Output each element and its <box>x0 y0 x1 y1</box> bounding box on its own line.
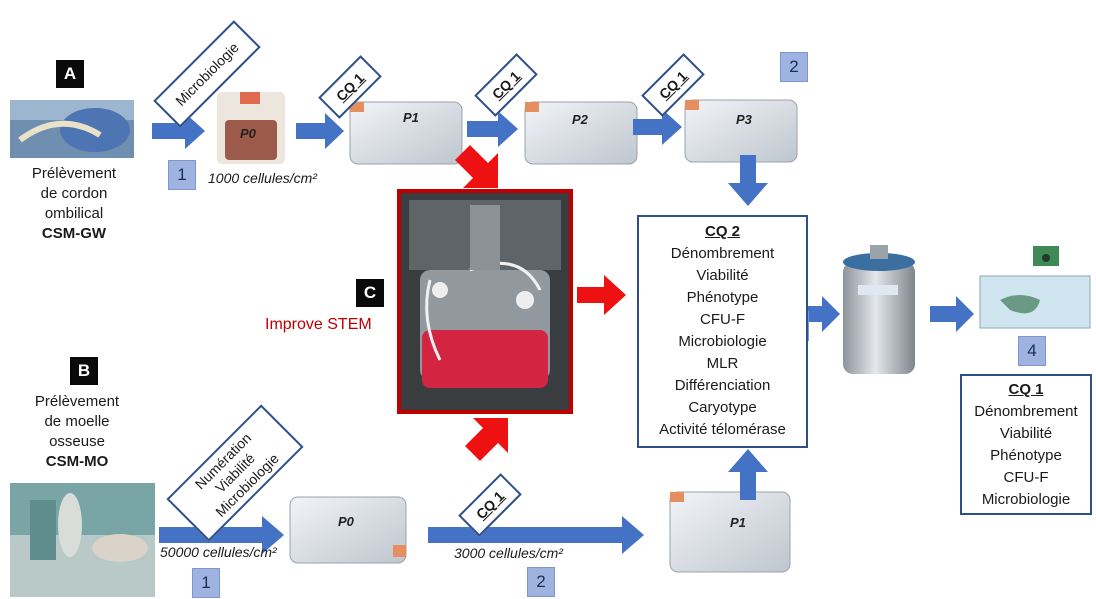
step-badge-bottom-1: 1 <box>192 568 220 598</box>
cq2-item: Caryotype <box>688 399 757 416</box>
label-top-p1: P1 <box>403 110 419 125</box>
step-badge-top-2: 2 <box>780 52 808 82</box>
flask-bottom-p0 <box>289 496 407 564</box>
bioreactor-photo <box>397 189 573 414</box>
cq2-item: Activité télomérase <box>659 421 786 438</box>
source-b-line2: de moelle <box>44 413 110 430</box>
red-arrow-top <box>455 145 498 188</box>
cq2-item: Microbiologie <box>678 333 767 350</box>
cq2-item: Dénombrement <box>670 245 775 262</box>
step-badge-4: 4 <box>1018 336 1046 366</box>
marrow-sample-photo <box>10 483 155 597</box>
source-a-code: CSM-GW <box>41 225 107 242</box>
source-a-line2: de cordon <box>40 185 108 202</box>
arrow-tank-to-bath <box>930 296 974 332</box>
arrow-p3-to-cq2 <box>728 155 768 206</box>
water-bath-image <box>979 246 1091 329</box>
arrow-p0-to-p1-bottom <box>428 516 644 554</box>
density-top: 1000 cellules/cm² <box>208 170 317 186</box>
label-bottom-p1: P1 <box>730 515 746 530</box>
red-arrow-right <box>577 275 626 315</box>
red-arrow-bottom <box>465 418 508 461</box>
source-a-label: Prélèvement de cordon ombilical CSM-GW <box>0 164 148 244</box>
flask-top-p3 <box>684 99 798 163</box>
source-a-line1: Prélèvement <box>31 165 117 182</box>
cq2-item: Phénotype <box>686 289 759 306</box>
label-bottom-p0: P0 <box>338 514 354 529</box>
flask-bottom-p1 <box>669 491 791 573</box>
cq1-final-item: Microbiologie <box>981 491 1071 508</box>
cryo-tank-image <box>843 245 915 374</box>
density-bottom-left: 50000 cellules/cm² <box>160 544 277 560</box>
p0-bag-image <box>217 92 285 164</box>
improve-stem-label: Improve STEM <box>265 316 372 333</box>
label-top-p2: P2 <box>572 112 588 127</box>
cq2-title: CQ 2 <box>704 223 740 240</box>
arrow-cq2-to-tank <box>808 296 840 332</box>
source-b-line3: osseuse <box>49 433 105 450</box>
marker-a: A <box>56 60 84 88</box>
label-top-p0: P0 <box>240 126 256 141</box>
cq2-item: CFU-F <box>700 311 745 328</box>
arrow-p1-to-p2 <box>467 111 518 147</box>
source-b-code: CSM-MO <box>45 453 109 470</box>
source-a-line3: ombilical <box>44 205 104 222</box>
marker-c: C <box>356 279 384 307</box>
cq1-final-item: CFU-F <box>1003 469 1049 486</box>
flask-images <box>289 99 798 573</box>
red-arrows <box>455 145 626 461</box>
cq2-item: Viabilité <box>696 267 749 284</box>
arrow-p0-to-p1 <box>296 113 344 149</box>
blue-arrows <box>152 109 974 554</box>
arrow-a-to-p0 <box>152 113 205 149</box>
density-bottom-mid: 3000 cellules/cm² <box>454 545 563 561</box>
cord-sample-photo <box>10 100 134 158</box>
step-badge-bottom-2: 2 <box>527 567 555 597</box>
flask-top-p1 <box>349 101 463 165</box>
cq1-final-title: CQ 1 <box>1008 381 1044 398</box>
arrow-b-to-p0 <box>159 516 284 554</box>
source-b-line1: Prélèvement <box>34 393 120 410</box>
cq1-final-item: Phénotype <box>990 447 1062 464</box>
cq1-final-item: Viabilité <box>999 425 1053 442</box>
source-b-label: Prélèvement de moelle osseuse CSM-MO <box>12 392 142 472</box>
label-top-p3: P3 <box>736 112 752 127</box>
arrow-p2-to-p3 <box>633 109 682 145</box>
cq2-item: Différenciation <box>674 377 771 394</box>
cq2-box: CQ 2 Dénombrement Viabilité Phénotype CF… <box>637 215 808 448</box>
cq1-final-box: CQ 1 Dénombrement Viabilité Phénotype CF… <box>960 374 1092 515</box>
step-badge-top-1: 1 <box>168 160 196 190</box>
cq2-item: MLR <box>706 355 739 372</box>
cq1-final-item: Dénombrement <box>974 403 1078 420</box>
marker-b: B <box>70 357 98 385</box>
arrow-p1-to-cq2 <box>728 449 768 500</box>
